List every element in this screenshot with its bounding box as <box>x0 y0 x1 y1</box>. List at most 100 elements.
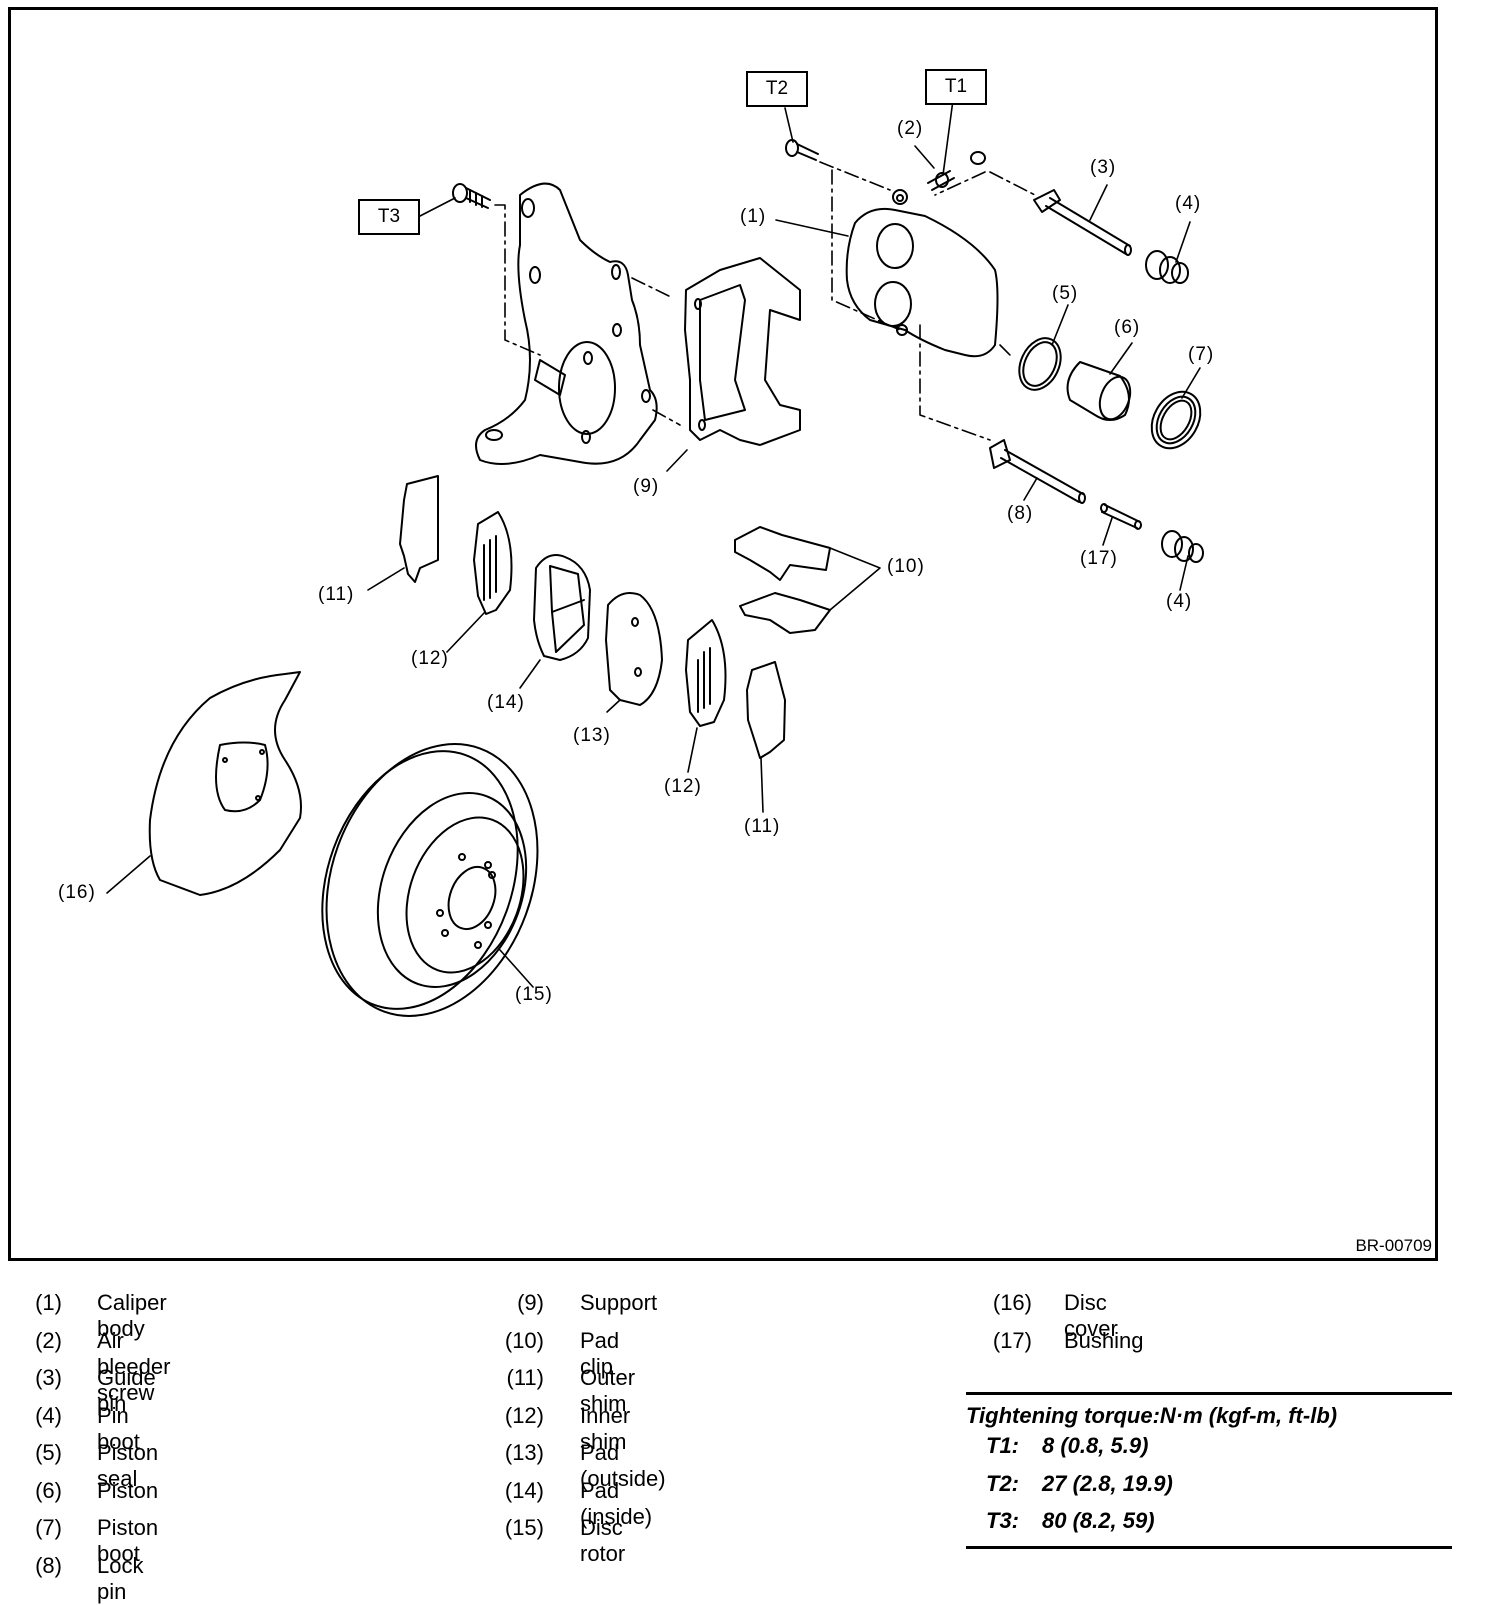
callout-6: (6) <box>1114 317 1141 338</box>
callout-11-left: (11) <box>318 584 355 605</box>
pad-inside <box>533 554 591 661</box>
bolt-t3 <box>452 183 491 209</box>
callout-7: (7) <box>1188 344 1215 365</box>
torque-row-t3: T3: 80 (8.2, 59) <box>966 1508 1452 1546</box>
callout-12-left: (12) <box>411 648 449 669</box>
steering-knuckle <box>475 182 658 465</box>
pad-outside <box>605 592 663 706</box>
leader-lines <box>106 99 1201 988</box>
figure-id: BR-00709 <box>1355 1236 1432 1255</box>
piston <box>1066 361 1132 421</box>
legend-number: (5) <box>35 1440 62 1465</box>
torque-key: T1: <box>986 1433 1019 1458</box>
legend-label: Guide pin <box>97 1365 156 1416</box>
guide-pin <box>1033 189 1132 256</box>
torque-table-title: Tightening torque:N·m (kgf-m, ft-lb) <box>966 1403 1338 1428</box>
callout-4-lower: (4) <box>1166 591 1193 612</box>
air-bleeder-screw <box>927 151 986 191</box>
diagram-frame <box>8 7 1438 1261</box>
legend-label: Pad (inside) <box>580 1477 653 1529</box>
disc-cover <box>148 671 302 896</box>
torque-box-t2: T2 <box>746 71 808 107</box>
outer-shim-left <box>399 475 439 583</box>
caliper-body <box>845 189 999 358</box>
callout-3: (3) <box>1090 157 1117 178</box>
callout-2: (2) <box>897 118 924 139</box>
callout-9: (9) <box>633 476 660 497</box>
legend-label: Inner shim <box>580 1402 631 1454</box>
legend-number: (9) <box>517 1290 544 1315</box>
legend-number: (16) <box>992 1290 1032 1315</box>
torque-value: 80 (8.2, 59) <box>1042 1508 1155 1533</box>
callout-14: (14) <box>487 692 525 713</box>
callout-12-right: (12) <box>664 776 702 797</box>
lock-pin <box>989 439 1086 504</box>
torque-table: Tightening torque:N·m (kgf-m, ft-lb) T1:… <box>966 1392 1452 1549</box>
callout-1: (1) <box>740 206 767 227</box>
torque-key: T2: <box>986 1470 1019 1496</box>
torque-box-t1: T1 <box>925 69 987 105</box>
legend-label: Caliper body <box>97 1290 167 1341</box>
legend-label: Piston seal <box>97 1440 159 1491</box>
legend-number: (8) <box>35 1552 62 1578</box>
torque-box-label: T2 <box>765 78 789 99</box>
exploded-view-drawing <box>106 99 1204 1017</box>
bushing <box>1100 503 1142 530</box>
legend-number: (3) <box>35 1365 62 1390</box>
legend-label: Piston boot <box>97 1515 159 1566</box>
legend-label: Pad clip <box>580 1327 620 1379</box>
legend-number: (4) <box>35 1402 62 1428</box>
legend-label: Pin boot <box>97 1402 140 1454</box>
callout-5: (5) <box>1052 283 1079 304</box>
legend-label: Bushing <box>1064 1327 1144 1353</box>
callout-11-right: (11) <box>744 816 781 837</box>
inner-shim-left <box>473 511 513 615</box>
legend-label: Disc rotor <box>580 1515 626 1566</box>
legend-number: (15) <box>504 1515 544 1540</box>
legend-label: Lock pin <box>97 1552 144 1604</box>
torque-table-bottom-rule <box>966 1545 1452 1549</box>
callout-15: (15) <box>515 984 553 1005</box>
callout-4-upper: (4) <box>1175 193 1202 214</box>
disc-rotor <box>321 743 539 1017</box>
torque-row-t1: T1: 8 (0.8, 5.9) <box>966 1433 1452 1471</box>
legend-number: (6) <box>35 1477 62 1503</box>
legend-number: (13) <box>504 1440 544 1465</box>
torque-key: T3: <box>986 1508 1019 1533</box>
legend-number: (10) <box>504 1327 544 1353</box>
legend-label: Support <box>580 1290 658 1315</box>
torque-box-t3: T3 <box>358 199 420 235</box>
piston-boot <box>1150 390 1202 450</box>
callout-13: (13) <box>573 725 611 746</box>
legend-number: (7) <box>35 1515 62 1540</box>
legend-number: (2) <box>35 1327 62 1353</box>
torque-box-label: T1 <box>944 76 968 97</box>
bolt-t2 <box>785 139 819 161</box>
torque-value: 27 (2.8, 19.9) <box>1042 1470 1173 1496</box>
legend-number: (1) <box>35 1290 62 1315</box>
callout-17: (17) <box>1080 548 1118 569</box>
torque-box-label: T3 <box>377 206 401 227</box>
torque-value: 8 (0.8, 5.9) <box>1042 1433 1149 1458</box>
torque-row-t2: T2: 27 (2.8, 19.9) <box>966 1471 1452 1509</box>
legend-label: Pad (outside) <box>580 1440 666 1491</box>
callout-8: (8) <box>1007 503 1034 524</box>
legend-label: Outer shim <box>580 1365 636 1416</box>
assembly-lines <box>494 161 1036 441</box>
pad-clips <box>734 526 831 634</box>
legend-label: Air bleeder screw <box>97 1327 171 1405</box>
legend-number: (17) <box>992 1327 1032 1353</box>
outer-shim-right <box>746 661 786 759</box>
legend-label: Disc cover <box>1064 1290 1118 1341</box>
legend-number: (14) <box>504 1477 544 1503</box>
pin-boot-upper <box>1145 250 1189 284</box>
torque-table-top-rule <box>966 1392 1452 1395</box>
inner-shim-right <box>685 619 727 727</box>
legend-number: (11) <box>506 1365 545 1390</box>
callout-16: (16) <box>58 882 96 903</box>
support-bracket <box>684 257 801 446</box>
pin-boot-lower <box>1161 530 1204 563</box>
callout-10: (10) <box>887 556 925 577</box>
legend-label: Piston <box>97 1477 159 1503</box>
legend-number: (12) <box>504 1402 544 1428</box>
